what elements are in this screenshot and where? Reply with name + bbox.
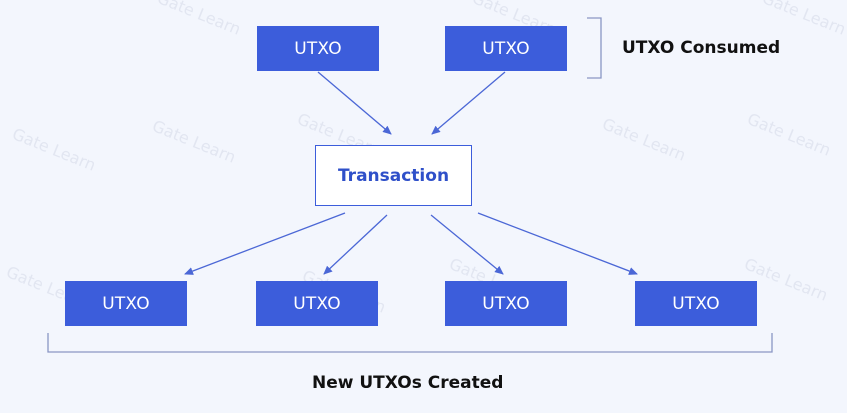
created-bracket (47, 333, 773, 353)
created-label: New UTXOs Created (312, 373, 504, 393)
transaction-box: Transaction (315, 145, 472, 206)
arrow-transaction-to-output-3 (430, 214, 504, 275)
consumed-label: UTXO Consumed (622, 38, 781, 58)
arrow-input-2-to-transaction (431, 71, 506, 135)
output-utxo-2: UTXO (256, 281, 378, 326)
output-utxo-4: UTXO (635, 281, 757, 326)
arrow-input-1-to-transaction (317, 71, 392, 135)
arrow-transaction-to-output-2 (323, 214, 388, 275)
arrow-transaction-to-output-4 (477, 212, 638, 275)
input-utxo-1: UTXO (257, 26, 379, 71)
input-utxo-2: UTXO (445, 26, 567, 71)
output-utxo-1: UTXO (65, 281, 187, 326)
arrow-transaction-to-output-1 (184, 212, 346, 275)
output-utxo-3: UTXO (445, 281, 567, 326)
consumed-bracket (587, 17, 602, 79)
